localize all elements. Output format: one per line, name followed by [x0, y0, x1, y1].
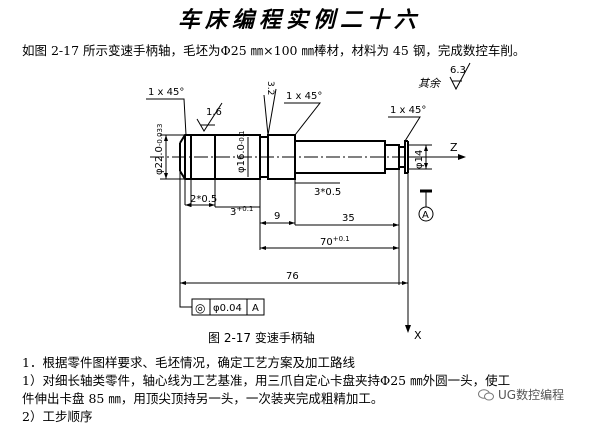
dia-small-label: φ14 [414, 150, 425, 169]
watermark-text: UG数控编程 [498, 388, 565, 402]
dim-label-3x05: 3*0.5 [314, 187, 341, 198]
dia-mid-label: φ16.0-0.1 [236, 130, 247, 173]
page-title: 车床编程实例二十六 [177, 8, 421, 33]
roughness-symbol-2 [263, 88, 277, 136]
roughness-value-1: 1.6 [206, 107, 222, 118]
drawing-svg: 1 x 45° 1 x 45° 1 x 45° 1.6 3.2 其余 6.3 φ… [146, 62, 471, 345]
figure-caption: 图 2-17 变速手柄轴 [208, 330, 315, 345]
dim-label-3: 3+0.1 [230, 205, 253, 218]
chamfer-label-1: 1 x 45° [148, 87, 184, 98]
roughness-rest-value: 6.3 [450, 65, 466, 76]
dim-label-9: 9 [274, 211, 280, 222]
tolerance-symbol: ◎ [195, 301, 205, 315]
axis-z-label: Z [450, 141, 458, 154]
engineering-drawing: 1 x 45° 1 x 45° 1 x 45° 1.6 3.2 其余 6.3 φ… [0, 55, 599, 347]
paragraph-4: 2）工步顺序 [22, 409, 93, 424]
paragraph-3: 件伸出卡盘 85 ㎜，用顶尖顶持另一头，一次装夹完成粗精加工。 [22, 391, 384, 406]
paragraph-2: 1）对细长轴类零件，轴心线为工艺基准，用三爪自定心卡盘夹持Φ25 ㎜外圆一头，使… [22, 373, 511, 388]
chamfer-label-2: 1 x 45° [286, 91, 322, 102]
roughness-symbol-1 [196, 102, 223, 132]
dim-label-76: 76 [286, 271, 299, 282]
dim-label-70: 70+0.1 [320, 235, 350, 248]
axis-x-label: X [414, 329, 422, 342]
paragraph-1: 1．根据零件图样要求、毛坯情况，确定工艺方案及加工路线 [22, 355, 355, 370]
dia-main-label: φ22.0-0.033 [154, 124, 165, 175]
roughness-value-2: 3.2 [265, 81, 275, 95]
datum-circle [418, 206, 434, 222]
tolerance-value: φ0.04 [213, 303, 242, 314]
dim-label-35: 35 [342, 213, 355, 224]
watermark: UG数控编程 [478, 386, 564, 403]
wechat-icon [478, 388, 494, 400]
roughness-rest-label: 其余 [418, 77, 442, 90]
intro-text: 如图 2-17 所示变速手柄轴，毛坯为Φ25 ㎜×100 ㎜棒材，材料为 45 … [22, 43, 526, 58]
chamfer-label-3: 1 x 45° [390, 105, 426, 116]
datum-label: A [422, 210, 429, 221]
tolerance-datum: A [252, 303, 259, 314]
dim-label-2x05: 2*0.5 [190, 194, 217, 205]
